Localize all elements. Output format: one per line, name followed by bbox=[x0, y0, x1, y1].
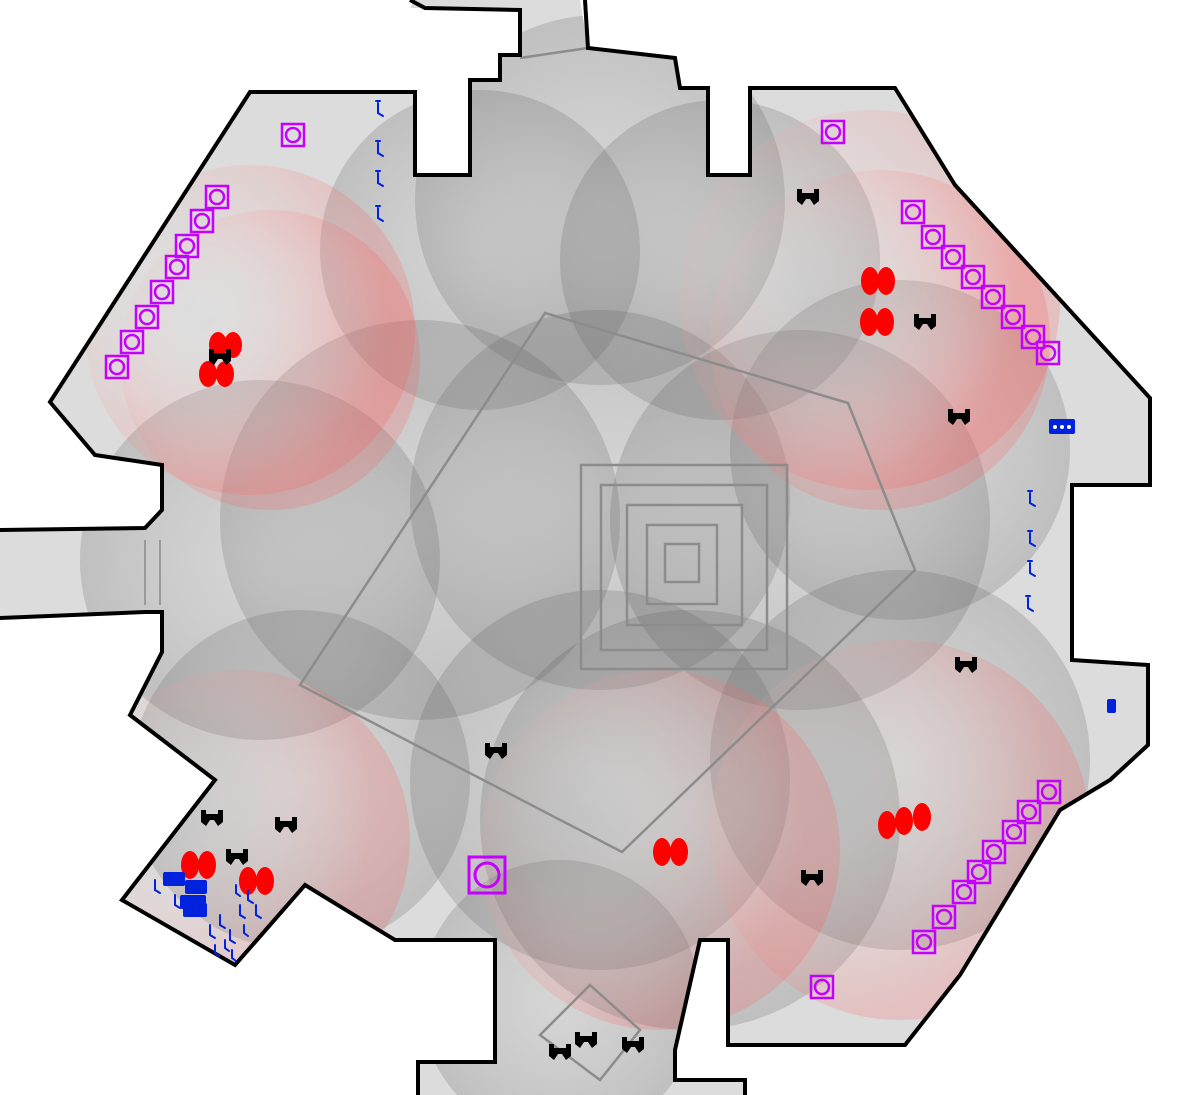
pickup-ring-icon[interactable] bbox=[104, 119, 1062, 1000]
center-structure bbox=[298, 46, 917, 1082]
turret-icon[interactable] bbox=[201, 189, 977, 1060]
ammo-box-detail bbox=[1053, 425, 1071, 429]
wall-outline bbox=[0, 0, 1152, 1095]
wrench-icon[interactable] bbox=[154, 100, 1036, 962]
coverage-layer bbox=[70, 15, 1090, 1095]
door-left bbox=[144, 540, 161, 605]
enemy-pair-icon[interactable] bbox=[181, 267, 931, 895]
